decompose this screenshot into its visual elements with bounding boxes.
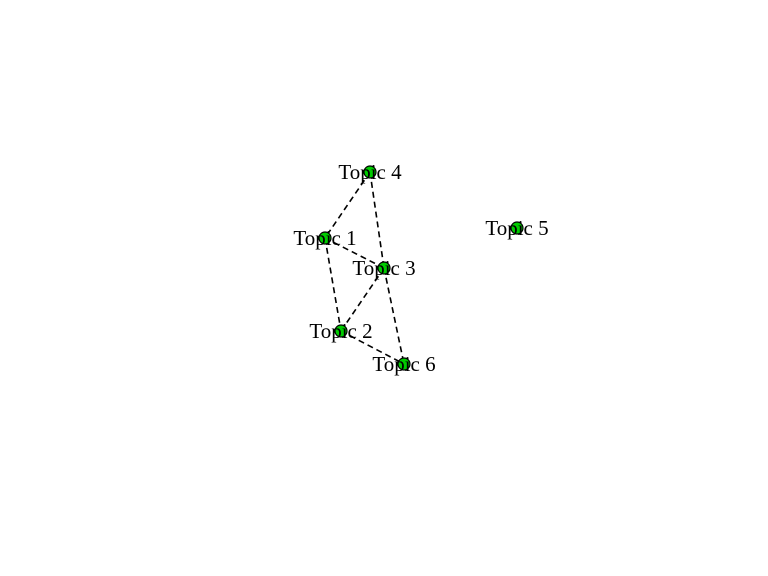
edge-layer — [324, 171, 405, 365]
edge-t2-t6 — [340, 330, 405, 365]
edge-t4-t3 — [369, 171, 385, 269]
edge-t3-t2 — [340, 267, 385, 332]
node-label-t2: Topic 2 — [309, 319, 372, 343]
node-layer — [318, 165, 524, 371]
node-label-t5: Topic 5 — [485, 216, 548, 240]
edge-t4-t1 — [324, 171, 371, 239]
node-t6 — [397, 357, 411, 371]
node-label-t4: Topic 4 — [338, 160, 402, 184]
node-t5 — [510, 221, 524, 235]
node-t4 — [363, 165, 377, 179]
edge-t1-t3 — [324, 237, 385, 269]
node-t2 — [334, 324, 348, 338]
node-t3 — [377, 261, 391, 275]
edge-t3-t6 — [383, 267, 405, 365]
label-layer: Topic 1 Topic 2 Topic 3 Topic 4 Topic 5 Topic… — [293, 160, 548, 376]
node-label-t3: Topic 3 — [352, 256, 415, 280]
node-t1 — [318, 231, 332, 245]
node-label-t1: Topic 1 — [293, 226, 356, 250]
node-label-t6: Topic 6 — [372, 352, 435, 376]
edge-t1-t2 — [324, 237, 342, 332]
